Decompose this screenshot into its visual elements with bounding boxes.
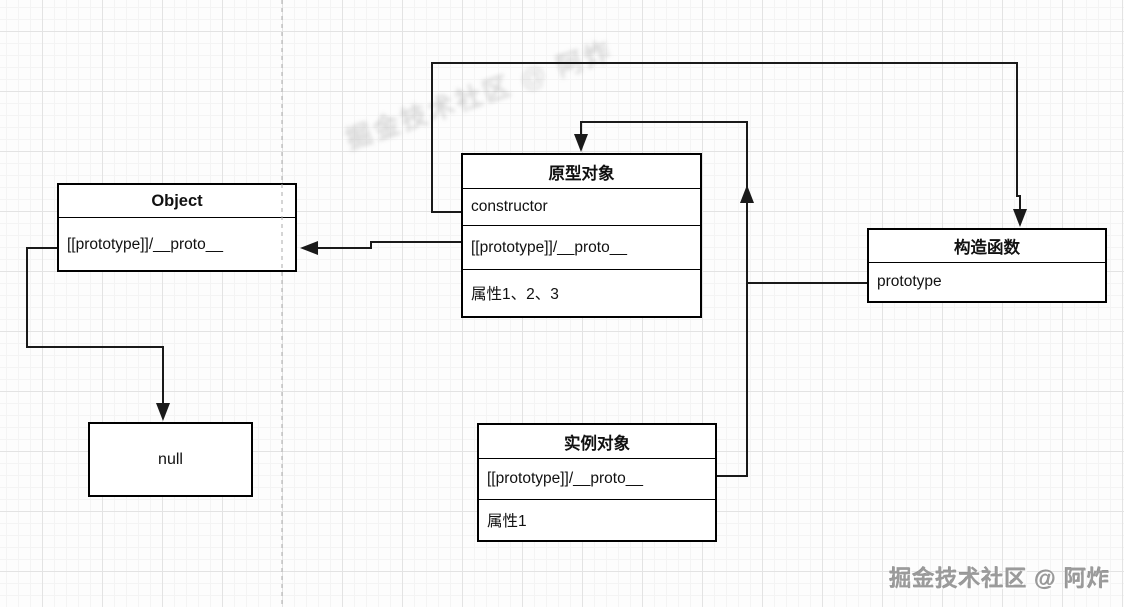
arrowhead-up-ctor-proto: [740, 185, 754, 203]
node-null-label: null: [158, 450, 183, 468]
node-object: Object [[prototype]]/__proto__: [57, 183, 297, 272]
node-constructor-function-title: 构造函数: [954, 239, 1020, 257]
node-prototype-object: 原型对象 constructor [[prototype]]/__proto__…: [461, 153, 702, 318]
node-constructor-function-row-prototype: prototype: [869, 262, 1105, 301]
node-object-row-prototype: [[prototype]]/__proto__: [59, 217, 295, 271]
corner-watermark: 掘金技术社区 @ 阿炸: [889, 566, 1110, 591]
node-instance-object-row-prototype: [[prototype]]/__proto__: [479, 458, 715, 499]
node-instance-object: 实例对象 [[prototype]]/__proto__ 属性1: [477, 423, 717, 542]
node-prototype-object-title: 原型对象: [548, 164, 615, 183]
edge-ctor-prototype: [746, 191, 867, 284]
node-object-title: Object: [151, 191, 203, 210]
node-null: null: [88, 422, 253, 497]
node-constructor-function: 构造函数 prototype: [867, 228, 1107, 303]
edge-proto-to-object: [304, 241, 461, 249]
edge-object-to-null: [26, 247, 164, 414]
node-prototype-object-row-constructor: constructor: [463, 188, 700, 225]
node-instance-object-title: 实例对象: [564, 434, 630, 453]
node-instance-object-row-attr: 属性1: [479, 499, 715, 539]
arrowhead-into-ctor: [1013, 209, 1027, 227]
arrowhead-into-null: [156, 403, 170, 421]
arrowhead-into-object: [300, 241, 318, 255]
node-prototype-object-row-prototype: [[prototype]]/__proto__: [463, 225, 700, 269]
diagonal-watermark: 掘金技术社区 @ 阿炸: [341, 35, 618, 155]
arrowhead-into-proto: [574, 134, 588, 152]
node-prototype-object-row-attrs: 属性1、2、3: [463, 269, 700, 315]
